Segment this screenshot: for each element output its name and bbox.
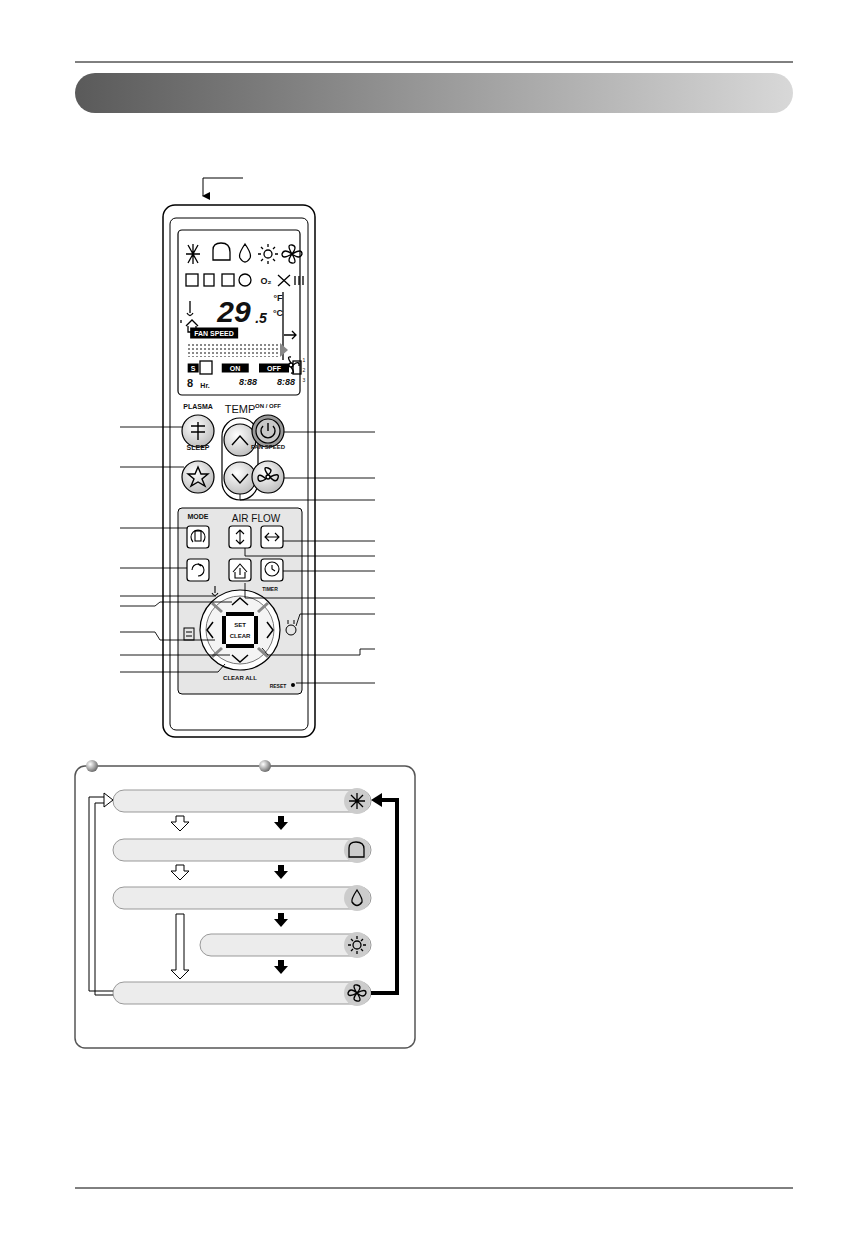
part-label: ON / OFF: [255, 403, 281, 409]
part-label: 8: [187, 378, 193, 389]
part-label: ON: [222, 364, 249, 373]
part-label: PLASMA: [183, 403, 213, 410]
part-label: 8:88: [277, 378, 295, 387]
part-label: S: [188, 364, 199, 373]
part-label: O₂: [261, 277, 272, 286]
part-label: SET: [234, 622, 246, 628]
part-label: 3: [303, 378, 306, 383]
part-label: OFF: [259, 364, 289, 373]
part-label: 1: [303, 358, 306, 363]
part-label: CLEAR: [230, 633, 251, 639]
part-label: Hr.: [200, 382, 209, 389]
part-label: TEMP: [225, 404, 256, 415]
part-label: SLEEP: [187, 444, 210, 451]
part-label: 8:88: [239, 378, 257, 387]
part-label: TIMER: [262, 587, 278, 592]
part-label: AIR FLOW: [232, 514, 280, 524]
part-label: °C: [273, 309, 283, 318]
part-label: FAN SPEED: [251, 444, 285, 450]
part-label: .5: [255, 311, 267, 325]
part-label: 2: [303, 368, 306, 373]
part-label: CLEAR ALL: [223, 675, 257, 681]
part-label: RESET: [270, 684, 287, 689]
part-label: FAN SPEED: [190, 328, 238, 339]
part-label: MODE: [188, 513, 209, 520]
part-label: 29: [217, 297, 250, 327]
part-label: °F: [273, 294, 282, 303]
